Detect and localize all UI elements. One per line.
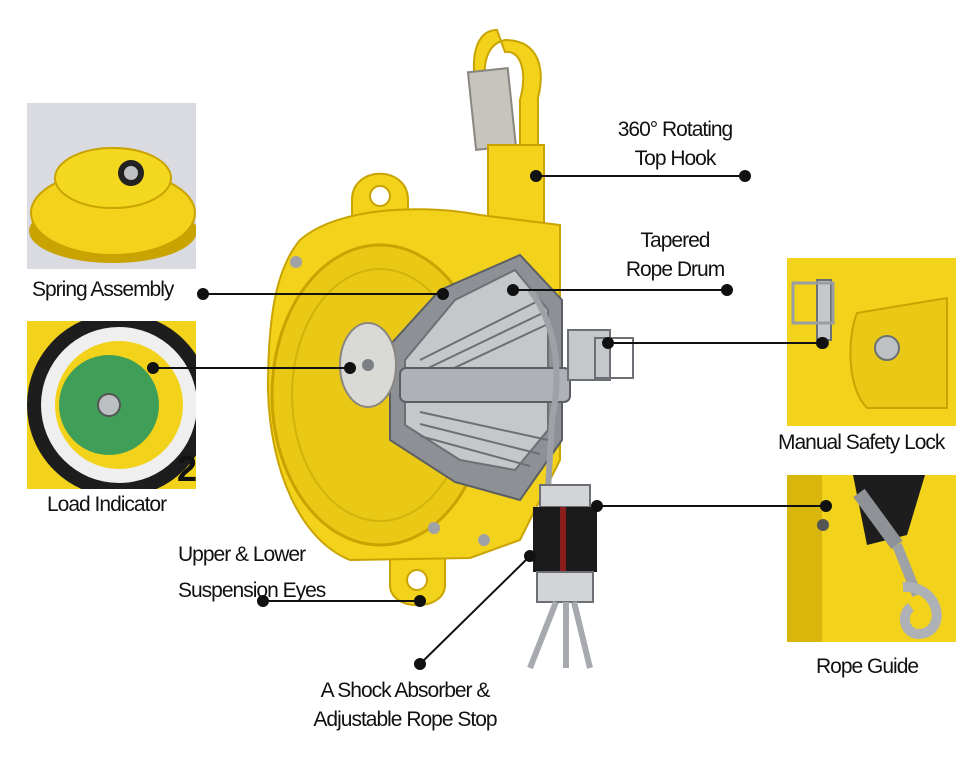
leader-shock-absorber bbox=[419, 555, 531, 665]
label-manual-safety-lock: Manual Safety Lock bbox=[778, 431, 945, 454]
label-shock-absorber-line1: A Shock Absorber & bbox=[320, 679, 491, 702]
spring-assembly-inset bbox=[27, 103, 196, 269]
drum-shaft bbox=[399, 367, 571, 403]
label-top-hook-line2: Top Hook bbox=[634, 147, 717, 170]
housing-bolt bbox=[478, 534, 490, 546]
label-rope-drum: Tapered Rope Drum bbox=[600, 226, 750, 284]
rope-stop bbox=[536, 571, 594, 603]
rope-legs bbox=[527, 600, 593, 670]
wire-rope bbox=[527, 288, 560, 491]
label-suspension-eyes: Upper & Lower Suspension Eyes bbox=[178, 537, 326, 609]
housing-bolt bbox=[290, 256, 302, 268]
label-shock-absorber: A Shock Absorber & Adjustable Rope Stop bbox=[280, 676, 530, 734]
label-rope-drum-line2: Rope Drum bbox=[625, 258, 725, 281]
housing-bolt bbox=[428, 522, 440, 534]
label-top-hook-line1: 360° Rotating bbox=[617, 118, 734, 141]
label-suspension-eyes-line1: Upper & Lower bbox=[178, 543, 306, 566]
load-indicator-inset: 2 bbox=[27, 321, 196, 489]
label-shock-absorber-line2: Adjustable Rope Stop bbox=[313, 708, 497, 731]
hook-swivel-neck bbox=[487, 144, 545, 226]
label-top-hook: 360° Rotating Top Hook bbox=[600, 115, 750, 173]
label-load-indicator: Load Indicator bbox=[47, 493, 167, 516]
rope-guide-inset bbox=[787, 475, 956, 642]
label-rope-guide: Rope Guide bbox=[816, 655, 919, 678]
label-suspension-eyes-line2: Suspension Eyes bbox=[178, 579, 326, 602]
dial-mark: 2 bbox=[177, 448, 196, 489]
label-rope-drum-line1: Tapered bbox=[640, 229, 711, 252]
label-spring-assembly: Spring Assembly bbox=[32, 278, 174, 301]
